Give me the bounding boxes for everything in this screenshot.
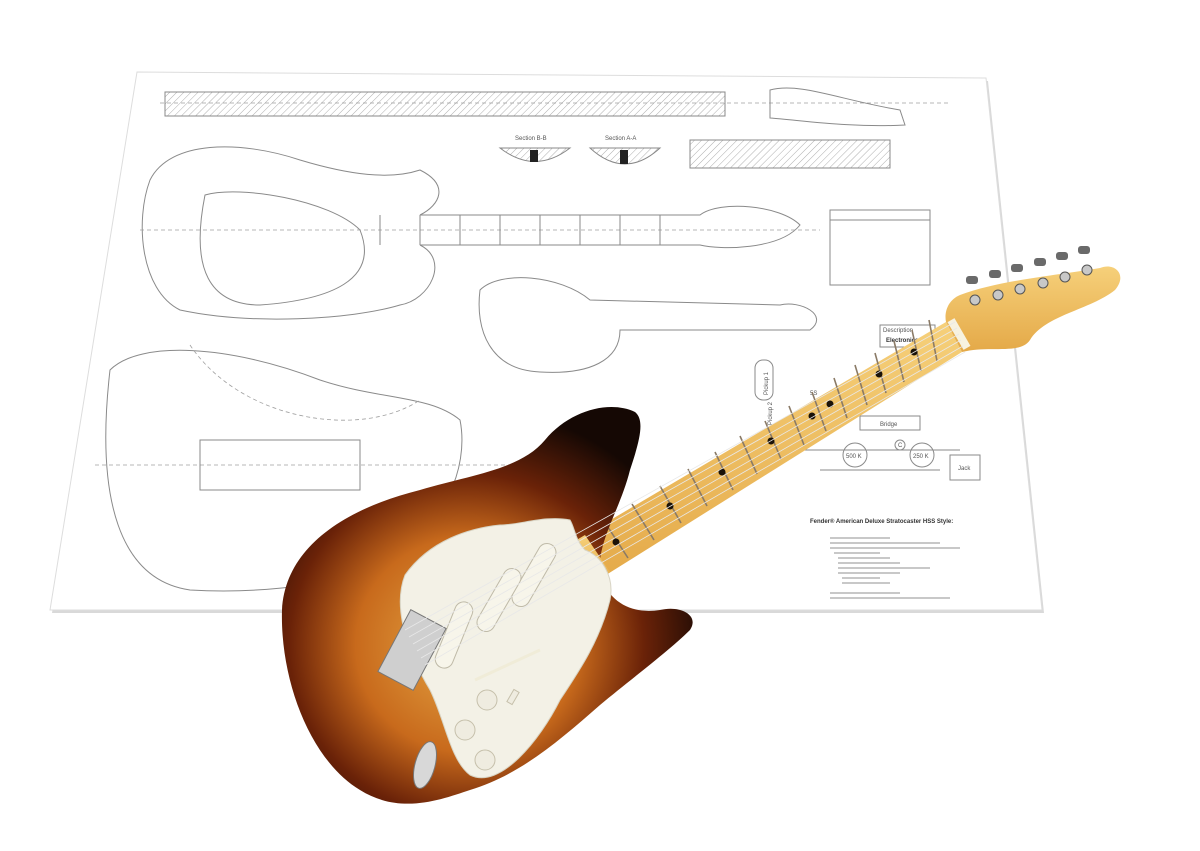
- capacitor-label: C: [898, 443, 903, 449]
- pickup-1-label: Pickup 1: [764, 371, 770, 395]
- electronics-label: Electronics: [886, 338, 919, 344]
- volume-pot-label: 500 K: [846, 454, 862, 460]
- stratocaster-guitar: [281, 246, 1121, 804]
- control-knobs: [454, 688, 520, 771]
- description-label: Description: [883, 328, 913, 334]
- tremolo-arm: [474, 648, 541, 682]
- output-jack: [413, 741, 437, 789]
- fret-table: [829, 209, 931, 286]
- jack-label: Jack: [958, 466, 971, 472]
- headstock: [945, 266, 1121, 352]
- strings: [404, 321, 966, 666]
- section-a-label: Section A-A: [605, 136, 636, 142]
- pickup-2-label: Pickup 2: [768, 401, 774, 425]
- body-outline-drawing: [141, 146, 801, 320]
- pickguard: [399, 518, 612, 778]
- section-b-label: Section B-B: [515, 136, 547, 142]
- bridge-label: Bridge: [880, 422, 898, 428]
- tone-pot-label: 250 K: [913, 454, 929, 460]
- spec-list: [830, 537, 960, 599]
- tuning-pegs: [966, 246, 1093, 306]
- spec-title: Fender® American Deluxe Stratocaster HSS…: [810, 518, 953, 525]
- blueprint-sheet: Section B-B Section A-A Description Elec…: [49, 71, 1044, 613]
- switch-label: 5S: [810, 391, 817, 397]
- bridge: [377, 609, 447, 691]
